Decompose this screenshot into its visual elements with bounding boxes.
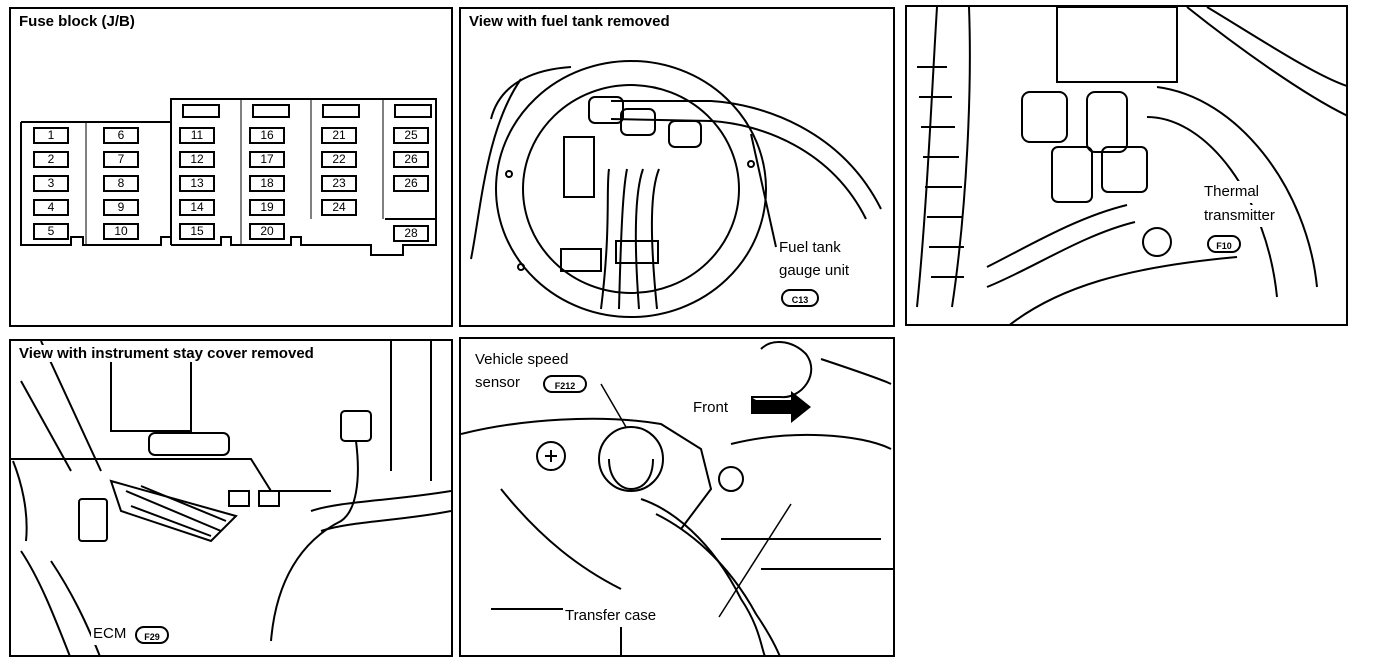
thermal-label-line1: Thermal xyxy=(1202,181,1262,203)
connector-c13: C13 xyxy=(781,289,819,307)
fuse-8: 8 xyxy=(103,175,139,192)
fuse-15: 15 xyxy=(179,223,215,240)
panel-title: View with instrument stay cover removed xyxy=(17,345,316,362)
connector-f212: F212 xyxy=(543,375,587,393)
connector-f29: F29 xyxy=(135,626,169,644)
instrument-stay-drawing xyxy=(11,341,451,655)
speed-sensor-label-line2: sensor xyxy=(473,372,523,394)
fuse-18: 18 xyxy=(249,175,285,192)
speed-sensor-panel: Vehicle speed sensor F212 Front Transfer… xyxy=(459,337,895,657)
fuse-11: 11 xyxy=(179,127,215,144)
fuse-5: 5 xyxy=(33,223,69,240)
fuse-7: 7 xyxy=(103,151,139,168)
panel-title: Fuse block (J/B) xyxy=(17,13,137,30)
fuse-9: 9 xyxy=(103,199,139,216)
fuse-21: 21 xyxy=(321,127,357,144)
fuse-16: 16 xyxy=(249,127,285,144)
fuel-gauge-label-line2: gauge unit xyxy=(777,260,852,282)
fuse-block-panel: Fuse block (J/B) 1 2 3 4 5 6 7 8 9 10 11… xyxy=(9,7,453,327)
speed-sensor-label-line1: Vehicle speed xyxy=(473,349,571,371)
fuse-12: 12 xyxy=(179,151,215,168)
fuse-2: 2 xyxy=(33,151,69,168)
fuel-gauge-label-line1: Fuel tank xyxy=(777,237,843,259)
panel-title: View with fuel tank removed xyxy=(467,13,672,30)
thermal-transmitter-drawing xyxy=(916,7,1346,324)
instrument-stay-panel: View with instrument stay cover removed … xyxy=(9,339,453,657)
transfer-case-label: Transfer case xyxy=(563,605,659,627)
fuse-26a: 26 xyxy=(393,151,429,168)
fuse-20: 20 xyxy=(249,223,285,240)
fuse-19: 19 xyxy=(249,199,285,216)
fuse-6: 6 xyxy=(103,127,139,144)
fuse-block-drawing xyxy=(20,98,437,256)
fuse-1: 1 xyxy=(33,127,69,144)
fuse-17: 17 xyxy=(249,151,285,168)
thermal-label-line2: transmitter xyxy=(1202,205,1277,227)
fuse-24: 24 xyxy=(321,199,357,216)
fuse-25: 25 xyxy=(393,127,429,144)
fuse-23: 23 xyxy=(321,175,357,192)
fuse-4: 4 xyxy=(33,199,69,216)
thermal-transmitter-panel: Thermal transmitter F10 xyxy=(905,5,1348,326)
fuse-10: 10 xyxy=(103,223,139,240)
front-label: Front xyxy=(691,397,731,419)
speed-sensor-drawing xyxy=(461,341,893,655)
fuse-26b: 26 xyxy=(393,175,429,192)
fuel-tank-panel: View with fuel tank removed Fuel tank ga… xyxy=(459,7,895,327)
fuse-13: 13 xyxy=(179,175,215,192)
ecm-label: ECM xyxy=(91,623,129,645)
fuse-3: 3 xyxy=(33,175,69,192)
fuse-22: 22 xyxy=(321,151,357,168)
fuse-28: 28 xyxy=(393,225,429,242)
connector-f10: F10 xyxy=(1207,235,1241,253)
fuse-14: 14 xyxy=(179,199,215,216)
fuel-tank-drawing xyxy=(470,60,882,318)
